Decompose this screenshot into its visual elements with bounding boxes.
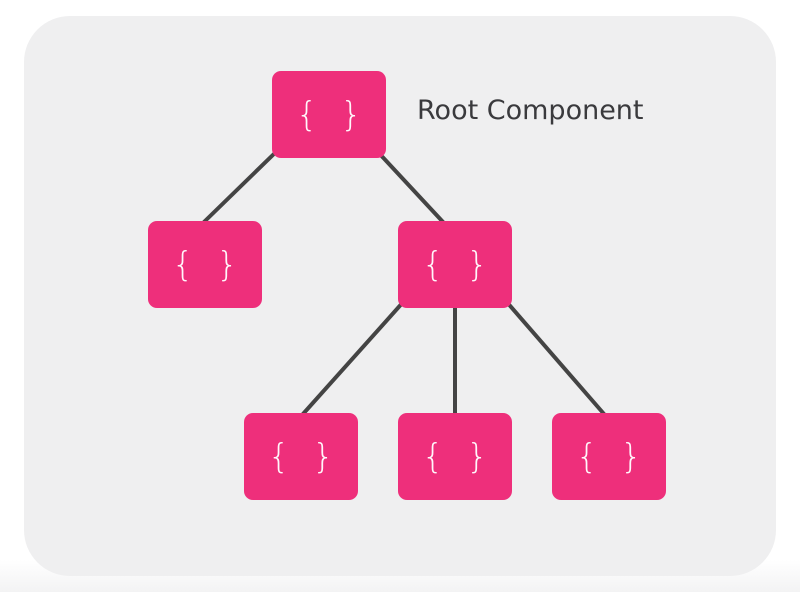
edge-child-right-to-grandchild-3 — [503, 298, 606, 416]
node-grandchild-3: { } — [552, 413, 666, 500]
curly-braces-icon: { } — [295, 94, 369, 135]
node-grandchild-2: { } — [398, 413, 512, 500]
node-root: { } — [272, 71, 386, 158]
edge-root-to-child-right — [374, 148, 445, 224]
edge-root-to-child-left — [202, 148, 280, 224]
node-grandchild-1: { } — [244, 413, 358, 500]
curly-braces-icon: { } — [421, 244, 495, 285]
edge-child-right-to-grandchild-1 — [301, 298, 407, 416]
curly-braces-icon: { } — [267, 436, 341, 477]
root-component-label: Root Component — [417, 95, 644, 126]
node-child-left: { } — [148, 221, 262, 308]
curly-braces-icon: { } — [575, 436, 649, 477]
curly-braces-icon: { } — [421, 436, 495, 477]
curly-braces-icon: { } — [171, 244, 245, 285]
node-child-right: { } — [398, 221, 512, 308]
